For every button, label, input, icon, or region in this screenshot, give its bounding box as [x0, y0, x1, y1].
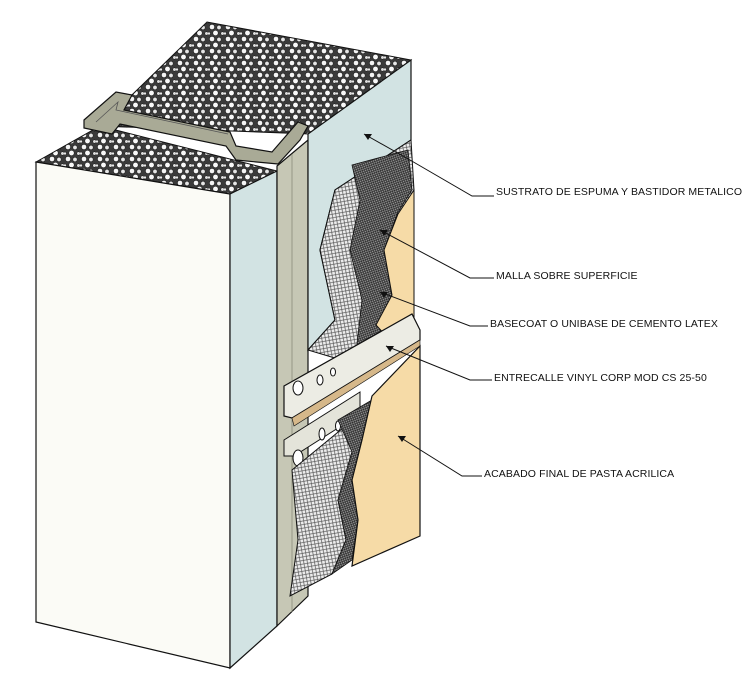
callout-basecoat: BASECOAT O UNIBASE DE CEMENTO LATEX	[490, 318, 718, 330]
foam-front-face	[35, 161, 231, 669]
leader-line-basecoat	[379, 291, 488, 327]
callout-entrecalle: ENTRECALLE VINYL CORP MOD CS 25-50	[494, 372, 707, 384]
callout-sustrato: SUSTRATO DE ESPUMA Y BASTIDOR METALICO	[496, 186, 743, 198]
stud-clip	[83, 91, 309, 165]
leader-line-acabado	[397, 435, 482, 477]
leader-line-entrecalle	[385, 345, 492, 381]
callout-acabado: ACABADO FINAL DE PASTA ACRILICA	[484, 468, 675, 480]
foam-side-face	[229, 170, 278, 670]
leader-line-malla	[379, 229, 494, 279]
callout-malla: MALLA SOBRE SUPERFICIE	[496, 270, 638, 282]
leader-line-sustrato	[363, 133, 494, 197]
reveal-trim-lower	[283, 391, 361, 457]
acrylic-finish-lower	[351, 344, 421, 567]
